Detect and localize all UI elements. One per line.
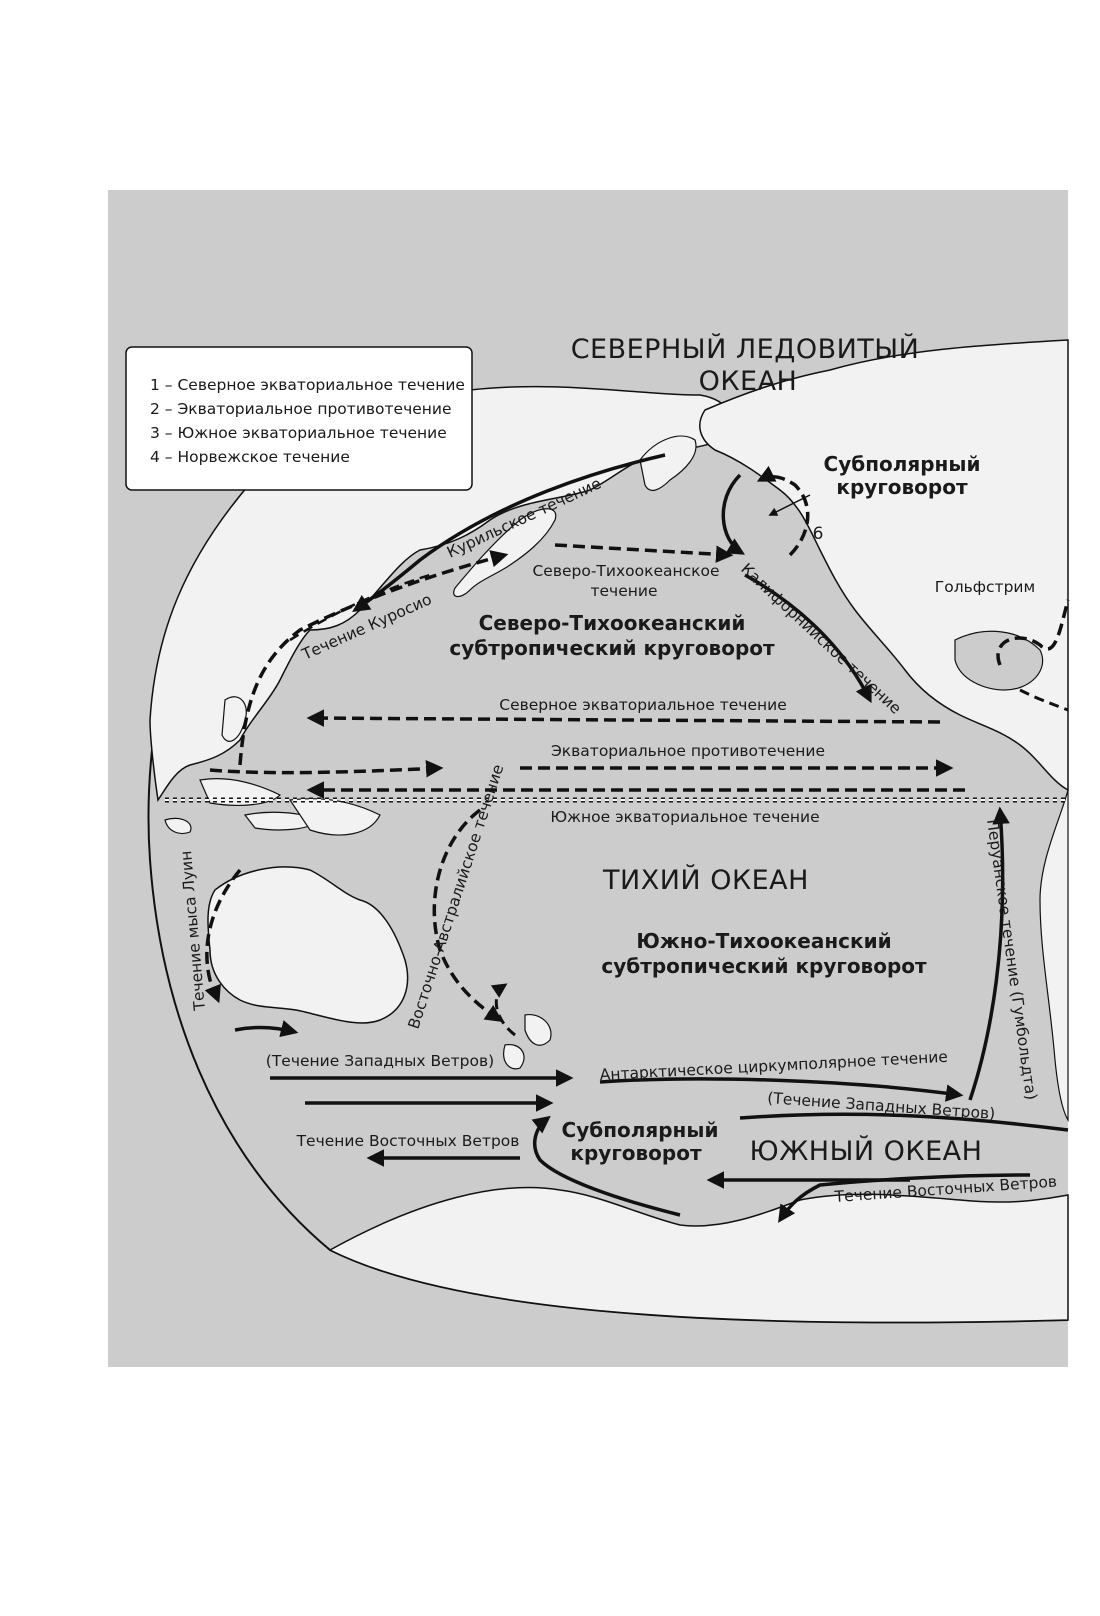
peruvian-current-arrow [968,806,1010,1101]
east-australian-current-arrow [432,808,503,1022]
south-pacific-gyre-label-2: субтропический круговорот [601,954,927,978]
legend-item-1: 1 – Северное экваториальное течение [150,376,465,394]
north-pacific-current-label-2: течение [590,582,657,600]
subpolar-south-loop [531,1115,681,1217]
arctic-ocean-label-2: ОКЕАН [699,366,798,397]
tasman-loop-arrow [490,983,516,1037]
north-equatorial-current-arrow [306,709,941,727]
equatorial-counter-current-arrow-left [209,759,444,778]
gulf-stream-arrow [996,599,1070,666]
legend-item-4: 4 – Норвежское течение [150,448,350,466]
kuroshio-extension-arrow [289,573,431,642]
gulf-stream-label: Гольфстрим [935,578,1035,596]
legend-box: 1 – Северное экваториальное течение 2 – … [125,346,473,491]
antarctic-circumpolar-arrow [599,1077,964,1102]
north-pacific-gyre-label-2: субтропический круговорот [449,636,775,660]
kuroshio-current-arrow [238,550,509,766]
leeuwin-current-arrow [204,868,242,1004]
south-pacific-gyre-label-1: Южно-Тихоокеанский [636,929,891,953]
subpolar-loop-left [721,473,746,555]
pacific-ocean-label: ТИХИЙ ОКЕАН [602,864,809,896]
marker-six: 6 [813,524,824,544]
subpolar-south-label-2: круговорот [570,1141,702,1165]
subpolar-south-label-1: Субполярный [562,1118,719,1142]
east-winds-arrow-right [778,1173,1031,1223]
subpolar-north-label-1: Субполярный [824,452,981,476]
southeast-asia-islands [164,696,381,836]
antarctica-land [328,1186,1069,1324]
arctic-ocean-label-1: СЕВЕРНЫЙ ЛЕДОВИТЫЙ [571,333,920,365]
west-winds-label-left: (Течение Западных Ветров) [266,1052,494,1070]
equatorial-counter-current-label: Экваториальное противотечение [551,742,825,760]
east-winds-label-left: Течение Восточных Ветров [296,1132,520,1150]
north-equatorial-current-label: Северное экваториальное течение [499,696,787,714]
north-pacific-current-label-1: Северо-Тихоокеанское [532,562,719,580]
subpolar-loop-right [756,465,810,557]
australia-land [207,866,409,1024]
new-zealand-land [503,1013,552,1070]
gulf-stream-arrow-2 [1019,688,1069,712]
label-six-pointer [768,494,811,516]
west-winds-arrow-right [739,1112,1069,1132]
north-pacific-current-arrow [554,543,734,563]
southern-ocean-label: ЮЖНЫЙ ОКЕАН [750,1135,983,1167]
south-equatorial-current-label: Южное экваториальное течение [550,808,819,826]
south-america-land [1039,789,1069,1123]
south-australia-arrow [234,1020,299,1038]
californian-current-arrow [744,573,872,704]
kamchatka-land [639,435,697,492]
subpolar-north-label-2: круговорот [836,475,968,499]
legend-item-3: 3 – Южное экваториальное течение [150,424,447,442]
legend-item-2: 2 – Экваториальное противотечение [150,400,452,418]
north-pacific-gyre-label-1: Северо-Тихоокеанский [479,611,746,635]
